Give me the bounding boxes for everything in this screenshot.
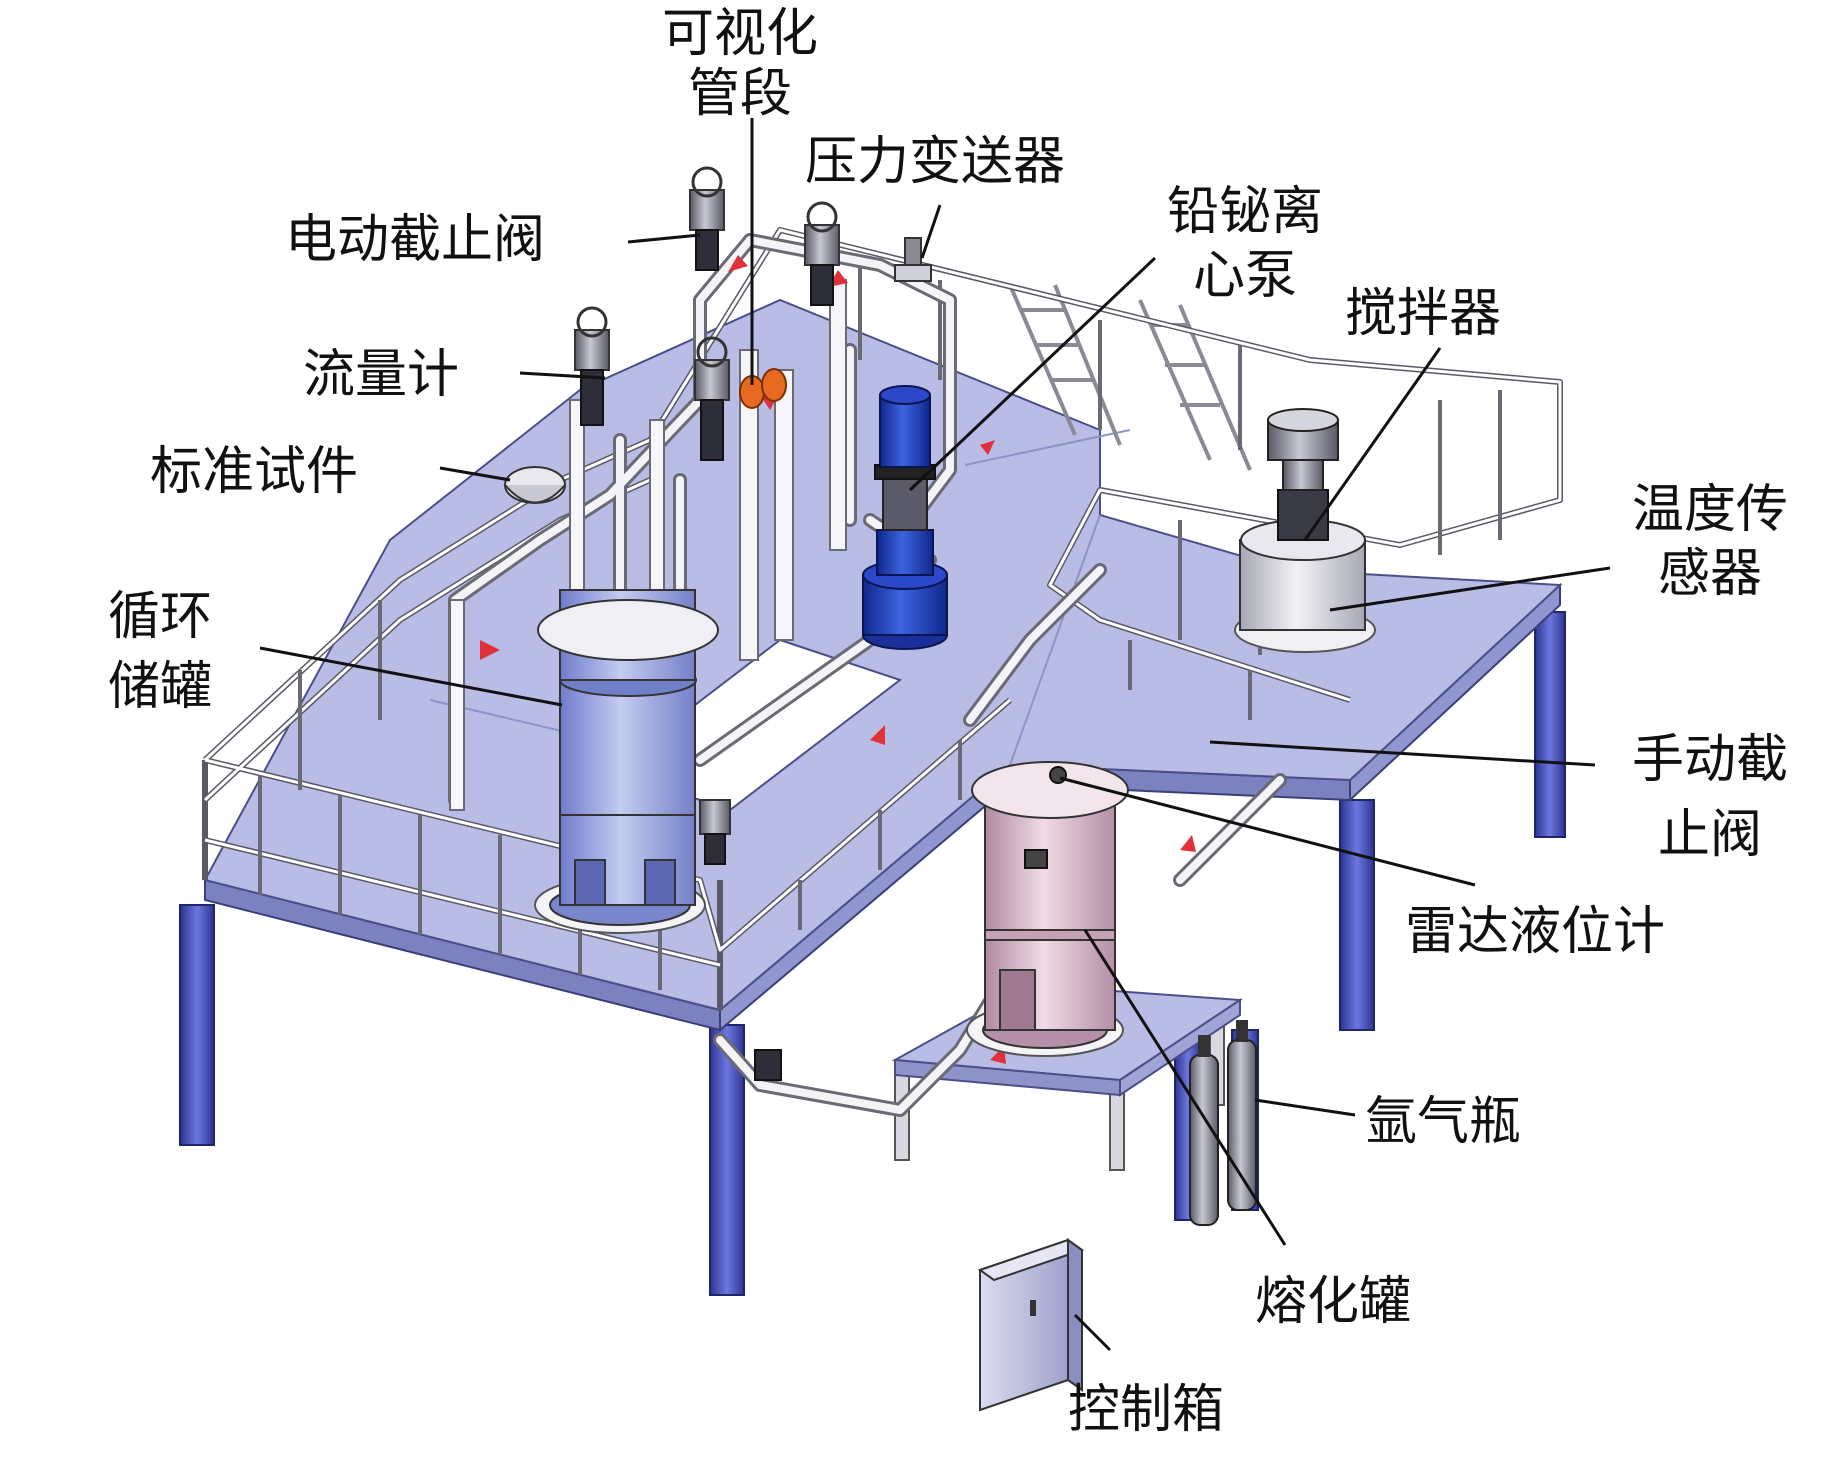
label-radar-level-gauge: 雷达液位计 [1405,902,1666,962]
circulation-tank [534,589,719,934]
pbbi-pump [862,385,948,650]
label-circulation-tank-line2: 储罐 [107,657,212,717]
control-box [977,1238,1085,1412]
label-pbbi-pump-line1: 铅铋离 [1166,182,1323,242]
melting-tank [966,761,1129,1057]
label-temperature-sensor-line2: 感器 [1657,544,1762,604]
label-visual-pipe-line1: 可视化 [661,4,818,64]
argon-bottles [1189,1020,1257,1226]
label-temperature-sensor-line1: 温度传 [1631,480,1788,540]
pressure-transmitter [894,237,932,282]
label-motor-valve: 电动截止阀 [285,210,546,270]
label-manual-valve-line1: 手动截 [1631,730,1788,790]
standard-specimen [504,466,566,504]
leader-lines [259,118,1611,1352]
label-argon-bottle: 氩气瓶 [1365,1092,1522,1152]
label-visual-pipe-line2: 管段 [687,64,792,124]
label-standard-specimen: 标准试件 [150,442,359,502]
label-flowmeter: 流量计 [303,345,460,405]
mixer-tank [1234,408,1376,653]
electric-valves [574,166,840,1081]
visual-pipe-section [739,368,787,409]
label-stirrer: 搅拌器 [1345,284,1502,344]
label-pbbi-pump-line2: 心泵 [1192,246,1297,306]
label-pressure-transmitter: 压力变送器 [805,132,1066,192]
label-control-box: 控制箱 [1068,1380,1225,1440]
label-manual-valve-line2: 止阀 [1657,805,1762,865]
label-melting-tank: 熔化罐 [1255,1272,1412,1332]
label-circulation-tank-line1: 循环 [107,587,212,647]
